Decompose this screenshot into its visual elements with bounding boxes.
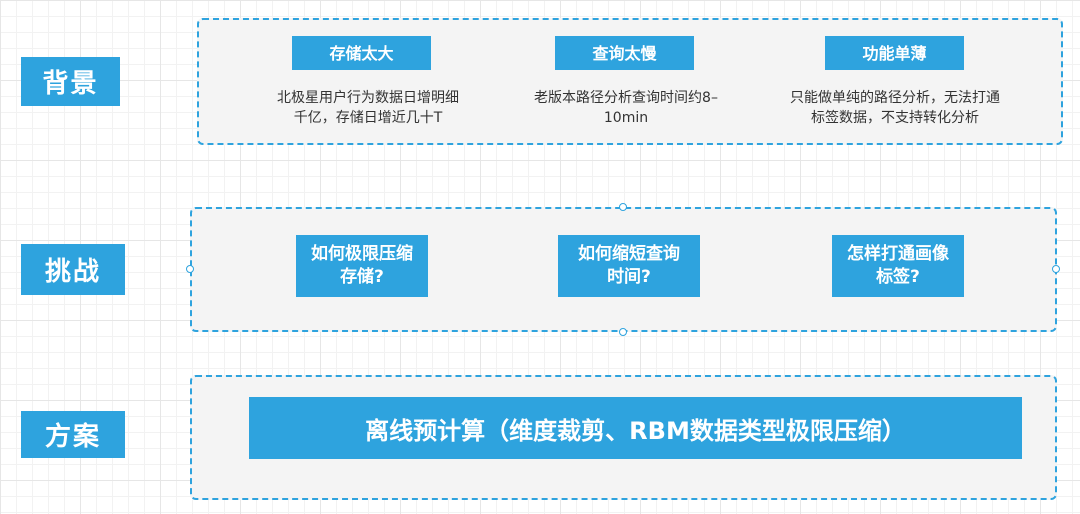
desc-line: 老版本路径分析查询时间约8– (534, 90, 718, 106)
desc-line: 10min (603, 110, 649, 126)
desc-line: 北极星用户行为数据日增明细 (277, 90, 459, 106)
resize-handle-left[interactable] (186, 265, 194, 273)
background-item-storage-desc: 北极星用户行为数据日增明细 千亿，存储日增近几十T (262, 88, 474, 128)
desc-line: 只能做单纯的路径分析，无法打通 (790, 90, 1000, 106)
chip-line: 如何极限压缩 (311, 244, 413, 264)
desc-line: 千亿，存储日增近几十T (293, 110, 443, 126)
chip-line: 时间? (607, 267, 651, 287)
desc-line: 标签数据，不支持转化分析 (811, 110, 979, 126)
label-solution: 方案 (21, 411, 125, 458)
chip-line: 如何缩短查询 (578, 244, 680, 264)
chip-line: 怎样打通画像 (847, 244, 949, 264)
label-challenge: 挑战 (21, 244, 125, 295)
resize-handle-top[interactable] (619, 203, 627, 211)
challenge-item-query[interactable]: 如何缩短查询 时间? (558, 235, 700, 297)
challenge-item-storage[interactable]: 如何极限压缩 存储? (296, 235, 428, 297)
background-item-function-desc: 只能做单纯的路径分析，无法打通 标签数据，不支持转化分析 (776, 88, 1014, 128)
background-item-storage-title[interactable]: 存储太大 (292, 36, 431, 70)
resize-handle-right[interactable] (1052, 265, 1060, 273)
background-item-query-desc: 老版本路径分析查询时间约8– 10min (520, 88, 732, 128)
challenge-item-tags[interactable]: 怎样打通画像 标签? (832, 235, 964, 297)
background-item-query-title[interactable]: 查询太慢 (555, 36, 694, 70)
solution-box[interactable]: 离线预计算（维度裁剪、RBM数据类型极限压缩） (249, 397, 1022, 459)
label-background: 背景 (21, 57, 120, 106)
chip-line: 标签? (876, 267, 920, 287)
chip-line: 存储? (340, 267, 384, 287)
resize-handle-bottom[interactable] (619, 328, 627, 336)
background-item-function-title[interactable]: 功能单薄 (825, 36, 964, 70)
